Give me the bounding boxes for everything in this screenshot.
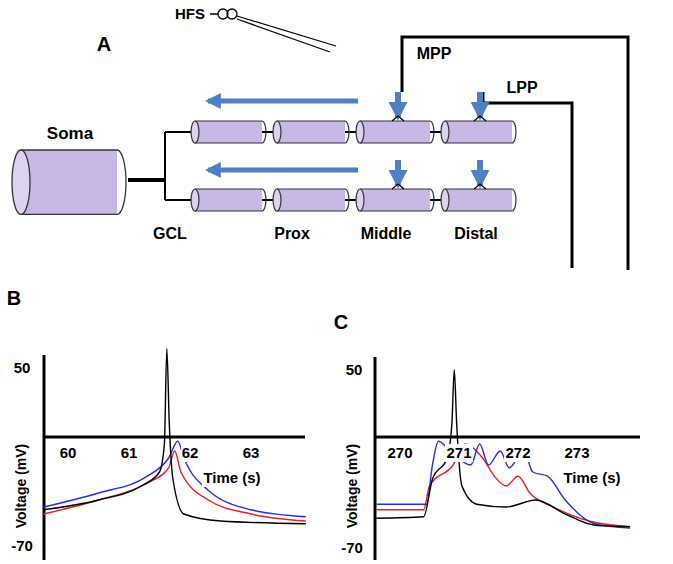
y-axis (374, 357, 377, 560)
panel-letter: C (333, 311, 349, 334)
synaptic-input-arrow (477, 160, 483, 185)
dendrite-compartment (356, 189, 434, 211)
node-label: Soma (10, 124, 130, 144)
soma-cylinder (10, 148, 130, 216)
pathway-label: MPP (416, 45, 453, 63)
dendrite-compartment (191, 121, 266, 143)
pathway-label: LPP (505, 79, 538, 97)
axis-tick-label: 61 (120, 444, 139, 461)
region-label: Middle (360, 225, 413, 243)
electrode-wire (237, 19, 330, 52)
dendrite-compartment (273, 121, 349, 143)
axis-tick-label: -70 (10, 537, 34, 554)
axis-tick-label: 50 (13, 359, 32, 376)
axis-title: Time (s) (202, 469, 261, 486)
propagation-arrow (208, 99, 358, 104)
stimulus-label: HFS (174, 5, 206, 22)
mpp-pathway (402, 37, 628, 270)
black-trace (44, 349, 306, 524)
black-trace (376, 370, 630, 527)
x-axis (44, 436, 305, 439)
synapse-contact (392, 184, 404, 189)
axis-tick-label: 272 (504, 444, 531, 461)
axis-title: Voltage (mV) (13, 443, 29, 530)
branch-split (164, 132, 166, 200)
axis-tick-label: 62 (181, 444, 200, 461)
synaptic-input-arrow (395, 160, 401, 185)
electrode-wire (237, 16, 336, 46)
dendrite-compartment (191, 189, 266, 211)
y-axis (43, 355, 46, 560)
region-label: GCL (152, 225, 188, 243)
dendrite-compartment (273, 189, 349, 211)
axis-tick-label: -70 (340, 539, 364, 556)
synaptic-input-arrow (395, 92, 401, 117)
x-axis (375, 436, 640, 439)
panel-letter: A (96, 33, 112, 56)
axis-tick-label: 60 (59, 444, 78, 461)
synapse-contact (474, 184, 486, 189)
stimulator-lead (210, 13, 218, 15)
soma-neck (128, 178, 165, 182)
dendrite-compartment (441, 189, 516, 211)
stimulator-symbol (227, 9, 237, 19)
soma-node: Soma (10, 124, 130, 216)
synapse-contact (392, 116, 404, 121)
synaptic-input-arrow (477, 92, 483, 117)
axis-tick-label: 63 (242, 444, 261, 461)
region-label: Prox (273, 225, 311, 243)
axis-title: Voltage (mV) (344, 443, 360, 530)
axis-title: Time (s) (562, 469, 621, 486)
propagation-arrow (208, 168, 358, 173)
blue-trace (44, 441, 306, 517)
axis-tick-label: 270 (386, 444, 413, 461)
dendrite-compartment (356, 121, 434, 143)
synapse-contact (474, 116, 486, 121)
panel-letter: B (6, 287, 22, 310)
axis-tick-label: 273 (563, 444, 590, 461)
axis-tick-label: 50 (345, 361, 364, 378)
dendrite-compartment (441, 121, 516, 143)
axis-tick-label: 271 (445, 444, 472, 461)
region-label: Distal (453, 225, 499, 243)
blue-trace (376, 441, 630, 528)
